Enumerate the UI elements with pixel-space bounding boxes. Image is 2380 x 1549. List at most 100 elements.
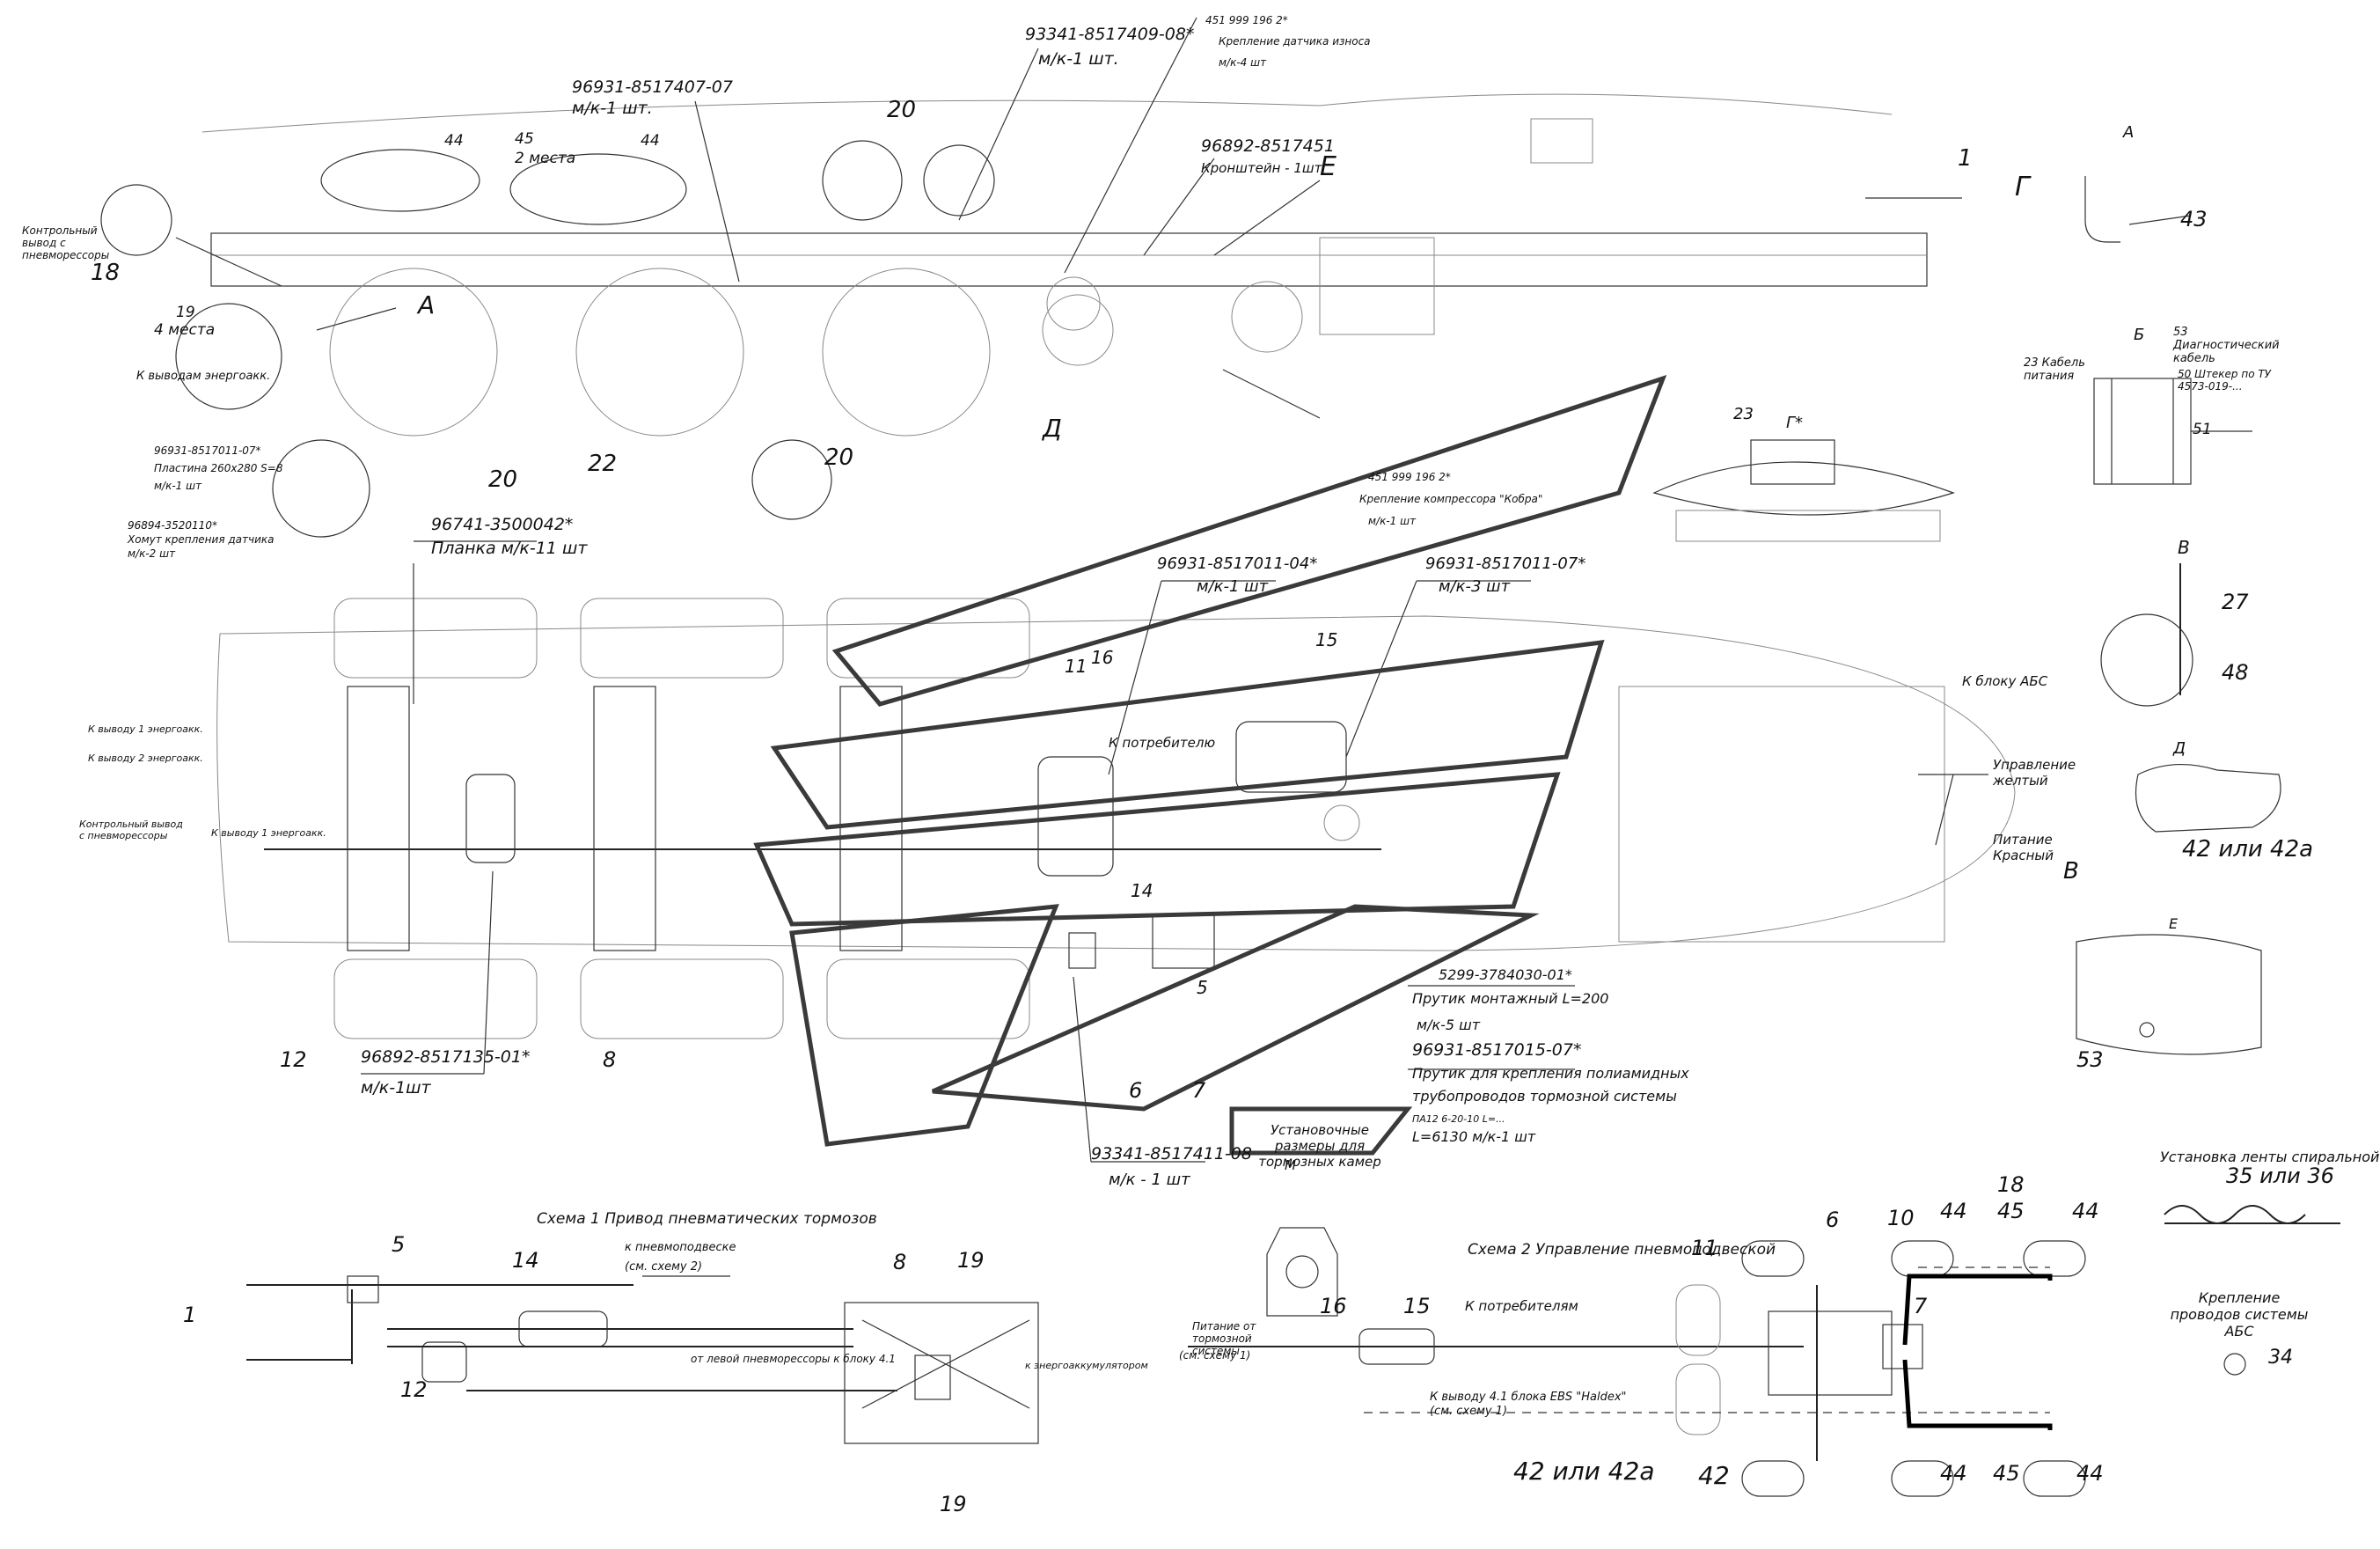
item-number: 11 — [1065, 656, 1087, 677]
item-number: 15 — [1403, 1294, 1431, 1318]
callout-label: 93341-8517411-08 — [1091, 1144, 1252, 1164]
callout-label: 451 999 196 2* — [1205, 14, 1288, 26]
item-number: 27 — [2222, 590, 2249, 614]
scheme-title: Схема 1 Привод пневматических тормозов — [537, 1210, 877, 1228]
note: Питание от тормозной системы — [1192, 1320, 1256, 1357]
note: Питание Красный — [1993, 832, 2054, 863]
callout-text: трубопроводов тормозной системы — [1412, 1088, 1677, 1105]
note: Установка ленты спиральной — [2160, 1149, 2380, 1165]
note: от левой пневморессоры к блоку 4.1 — [691, 1353, 896, 1365]
note: К потребителю — [1109, 735, 1216, 751]
item-number: 7 — [1914, 1294, 1928, 1318]
note: К выводу 1 энергоакк. — [211, 827, 326, 839]
item-number: 12 — [400, 1377, 428, 1402]
note: Крепление проводов системы АБС — [2170, 1289, 2309, 1340]
note: 50 Штекер по ТУ 4573-019-... — [2178, 368, 2271, 393]
callout-text: Прутик для крепления полиамидных — [1412, 1065, 1689, 1082]
callout-text: Крепление датчика износа — [1219, 35, 1371, 48]
item-number: 44 — [641, 132, 660, 150]
item-number: 18 — [91, 260, 121, 286]
note: Установочные размеры для тормозных камер — [1258, 1122, 1381, 1170]
callout-text: ПА12 6-20-10 L=... — [1412, 1113, 1505, 1125]
callout-qty: м/к-1 шт. — [572, 99, 653, 118]
callout-qty: Планка м/к-11 шт — [431, 539, 588, 558]
callout-label: 96931-8517011-04* — [1157, 554, 1318, 573]
item-number: 44 — [1940, 1461, 1967, 1486]
callout-qty: м/к-4 шт — [1219, 56, 1267, 69]
item-number: 15 — [1315, 629, 1338, 650]
callout-label: 5299-3784030-01* — [1439, 966, 1572, 983]
callout-label: 96892-8517135-01* — [361, 1047, 531, 1067]
detail-title: Б — [2134, 326, 2145, 344]
item-number: 44 — [2076, 1461, 2104, 1486]
item-number: 19 — [176, 304, 195, 321]
item-number: 18 — [1997, 1172, 2025, 1197]
item-number: 12 — [280, 1047, 307, 1072]
item-number: 10 — [1887, 1206, 1915, 1230]
view-letter: Д — [1043, 414, 1062, 443]
item-number: 44 — [1940, 1199, 1967, 1223]
note: Управление желтый — [1993, 757, 2076, 789]
note: 96931-8517011-07* — [154, 444, 261, 457]
note: 2 места — [515, 150, 576, 167]
item-number: 16 — [1091, 647, 1114, 668]
side-view — [100, 17, 1962, 538]
callout-qty: м/к-5 шт — [1417, 1017, 1481, 1033]
view-letter: А — [418, 290, 436, 319]
note: 53 Диагностический кабель — [2173, 326, 2280, 365]
item-number: 43 — [2180, 207, 2208, 231]
item-number: 45 — [1993, 1461, 2020, 1486]
note: К выводу 2 энергоакк. — [88, 752, 203, 764]
item-number: 11 — [1691, 1236, 1718, 1260]
callout-qty: м/к-1 шт. — [1038, 49, 1119, 69]
note: Контрольный вывод с пневморессоры — [22, 224, 110, 261]
note: 4 места — [154, 321, 216, 339]
note: Контрольный вывод с пневморессоры — [79, 819, 183, 841]
callout-text: Крепление компрессора "Кобра" — [1359, 493, 1543, 505]
scheme-title: Схема 2 Управление пневмоподвеской — [1468, 1241, 1776, 1259]
note: К блоку АБС — [1962, 673, 2048, 689]
item-number: 51 — [2193, 421, 2212, 438]
item-number: 8 — [893, 1250, 907, 1274]
note: Хомут крепления датчика — [128, 533, 275, 546]
item-number: 48 — [2222, 660, 2249, 685]
callout-qty: м/к-1шт — [361, 1078, 431, 1098]
callout-qty: м/к - 1 шт — [1109, 1171, 1190, 1189]
item-number: 5 — [1197, 977, 1208, 998]
callout-qty: L=6130 м/к-1 шт — [1412, 1128, 1536, 1145]
callout-qty: м/к-1 шт — [1368, 515, 1417, 527]
item-number: 16 — [1320, 1294, 1347, 1318]
item-number: 1 — [183, 1303, 197, 1327]
note: к энергоаккумулятором — [1025, 1360, 1148, 1371]
item-number: 22 — [588, 451, 618, 477]
item-number: 53 — [2076, 1047, 2104, 1072]
item-number: 34 — [2268, 1347, 2293, 1369]
note: м/к-2 шт — [128, 547, 176, 560]
callout-label: 96931-8517407-07 — [572, 77, 733, 97]
callout-text: Прутик монтажный L=200 — [1412, 990, 1609, 1007]
callout-label: 96741-3500042* — [431, 515, 574, 534]
callout-label: 96931-8517015-07* — [1412, 1040, 1582, 1060]
note: 23 Кабель питания — [2024, 356, 2085, 383]
note: К выводам энергоакк. — [136, 370, 271, 383]
note: (см. схему 2) — [625, 1260, 703, 1274]
item-number: 7 — [1192, 1078, 1206, 1103]
item-number: 44 — [2072, 1199, 2099, 1223]
note: (см. схему 1) — [1430, 1405, 1508, 1418]
item-number: 6 — [1826, 1208, 1840, 1232]
item-number: 19 — [940, 1492, 967, 1516]
callout-label: 96931-8517011-07* — [1425, 554, 1586, 573]
item-number: 6 — [1129, 1078, 1143, 1103]
callout-label: 96892-8517451 — [1201, 136, 1335, 156]
item-number: 14 — [512, 1248, 539, 1273]
item-number: 8 — [603, 1047, 617, 1072]
item-number: 19 — [957, 1248, 985, 1273]
item-number: 45 — [515, 130, 534, 148]
detail-title: В — [2178, 537, 2190, 558]
note: к пневмоподвеске — [625, 1241, 736, 1254]
detail-title: А — [2123, 123, 2135, 142]
item-number: 23 — [1733, 405, 1754, 423]
item-number: 14 — [1131, 880, 1153, 901]
